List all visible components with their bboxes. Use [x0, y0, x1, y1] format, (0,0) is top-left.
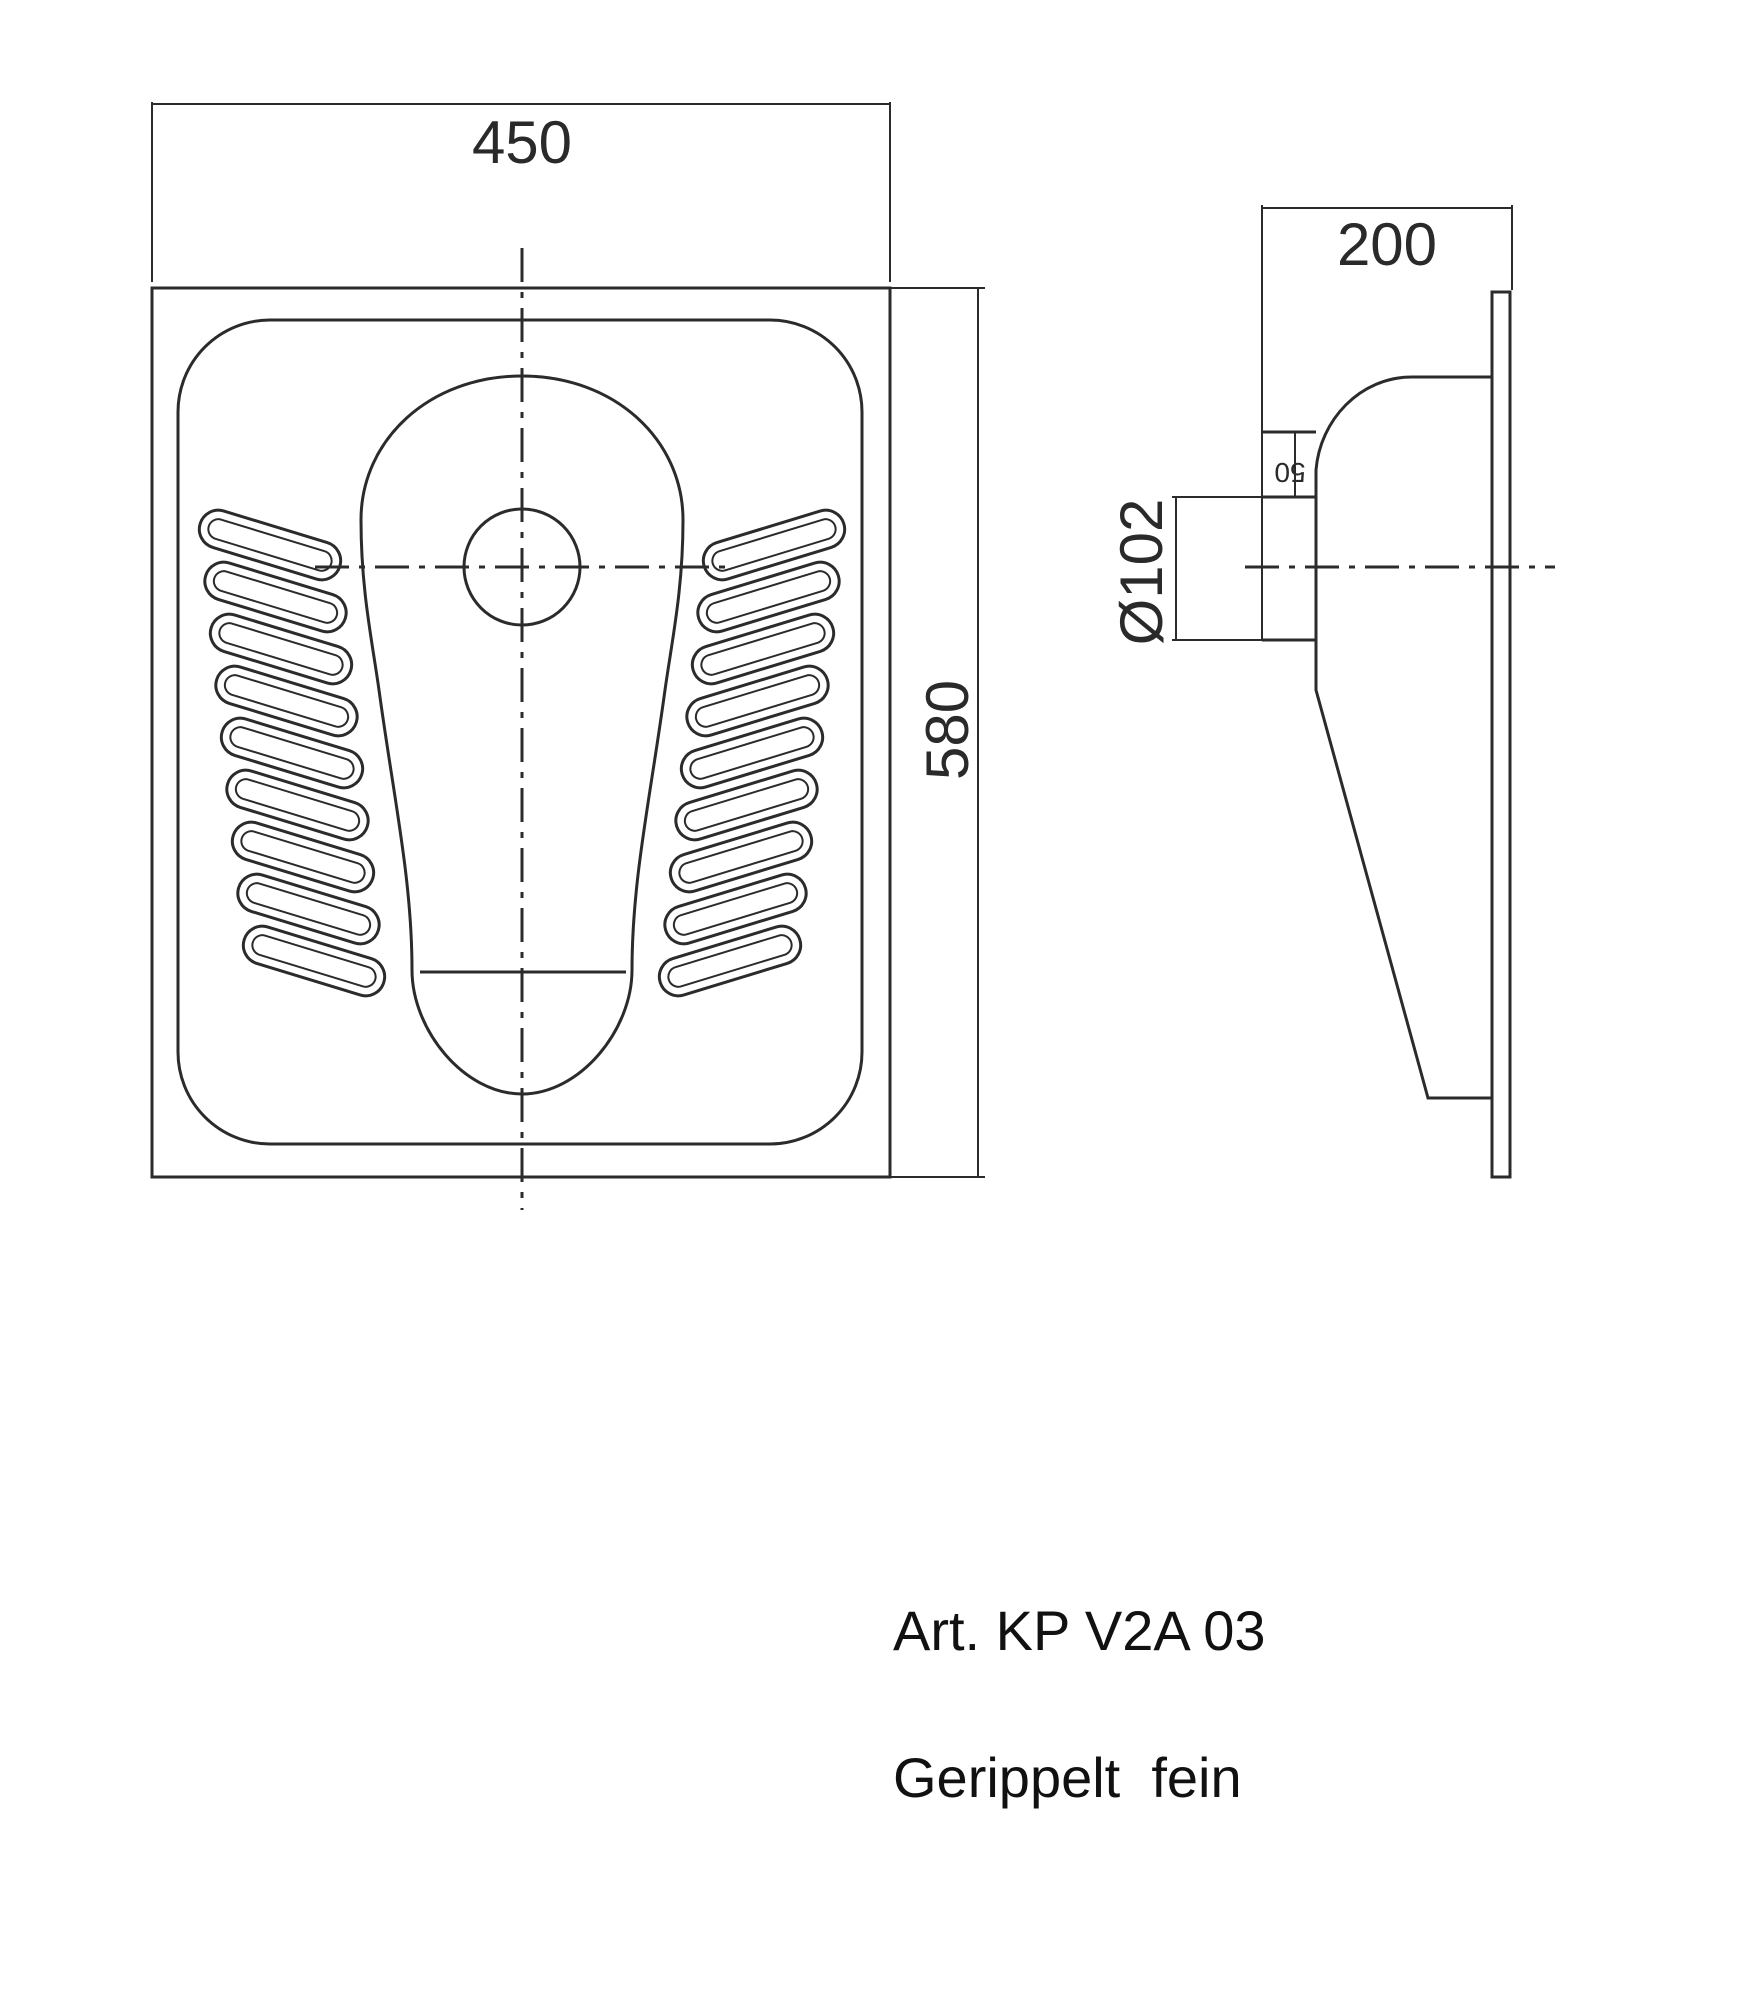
depth-label: 200 [1337, 211, 1437, 278]
rib-right-9 [657, 924, 803, 998]
rib-right-4 [685, 664, 830, 738]
side-view: 200 50 Ø102 [1108, 205, 1555, 1179]
diameter-label: Ø102 [1108, 499, 1175, 646]
height-label: 580 [914, 680, 981, 780]
rib-left-9 [241, 924, 387, 998]
finish-description: Gerippelt fein [893, 1746, 1242, 1809]
rib-right-1 [701, 508, 847, 582]
rib-left-4 [214, 664, 359, 738]
right-foot-ribs [657, 508, 847, 998]
rib-right-8 [663, 872, 808, 946]
side-profile [1314, 375, 1492, 1100]
rib-left-7 [230, 820, 376, 894]
width-label: 450 [472, 109, 572, 176]
rib-left-5 [219, 716, 365, 790]
article-number: Art. KP V2A 03 [893, 1599, 1266, 1662]
inner-tray [176, 318, 864, 1146]
offset-label: 50 [1274, 457, 1305, 488]
rib-right-7 [668, 820, 814, 894]
wall-plate [1490, 290, 1512, 1179]
rib-left-6 [225, 768, 370, 842]
left-foot-ribs [197, 508, 387, 998]
rib-right-5 [679, 716, 825, 790]
rib-left-8 [236, 872, 381, 946]
rib-left-1 [197, 508, 343, 582]
rib-left-2 [203, 560, 348, 634]
top-view: 450 580 [150, 102, 985, 1210]
rib-right-3 [690, 612, 836, 686]
rib-right-6 [674, 768, 819, 842]
rib-left-3 [208, 612, 354, 686]
rib-right-2 [696, 560, 841, 634]
